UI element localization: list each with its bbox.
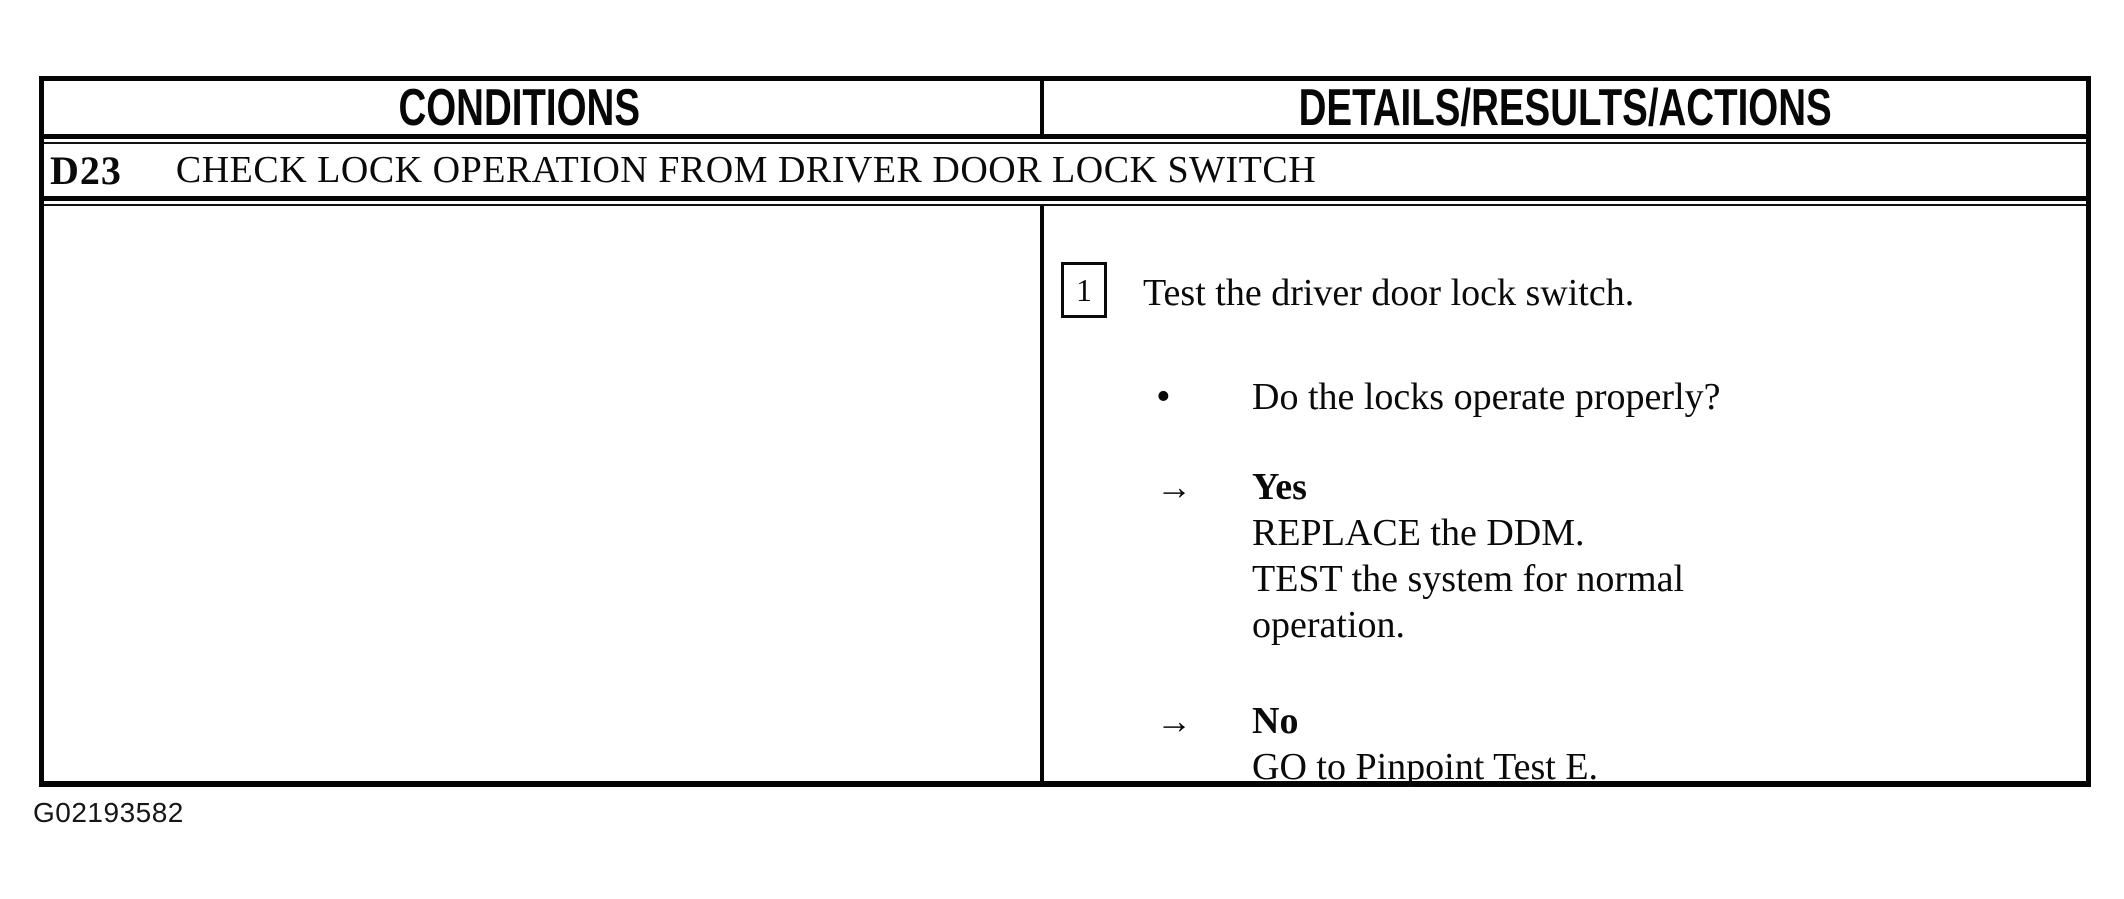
instruction-text: Test the driver door lock switch.: [1143, 272, 1635, 314]
no-branch: → No GO to Pinpoint Test E.: [1156, 698, 1598, 790]
test-step-title: CHECK LOCK OPERATION FROM DRIVER DOOR LO…: [175, 149, 1317, 191]
conditions-header-cell: CONDITIONS: [44, 81, 1040, 134]
step-separator-rule: [44, 196, 2086, 206]
conditions-header: CONDITIONS: [398, 81, 640, 134]
pinpoint-test-table: CONDITIONS DETAILS/RESULTS/ACTIONS D23 C…: [39, 76, 2091, 788]
yes-action-line: operation.: [1252, 604, 1406, 646]
yes-branch-text: Yes REPLACE the DDM. TEST the system for…: [1252, 464, 1684, 648]
yes-action-line: TEST the system for normal: [1252, 558, 1685, 600]
question-text: Do the locks operate properly?: [1252, 376, 1721, 418]
no-branch-text: No GO to Pinpoint Test E.: [1252, 698, 1598, 790]
figure-id: G02193582: [33, 797, 184, 828]
arrow-right-icon: →: [1156, 467, 1192, 507]
test-step-id: D23: [50, 147, 122, 193]
yes-branch: → Yes REPLACE the DDM. TEST the system f…: [1156, 464, 1684, 648]
bullet-icon: •: [1156, 374, 1171, 420]
step-number: 1: [1076, 272, 1092, 308]
table-body-row: 1 Test the driver door lock switch. • Do…: [44, 206, 2086, 788]
yes-action-line: REPLACE the DDM.: [1252, 512, 1585, 554]
table-header-row: CONDITIONS DETAILS/RESULTS/ACTIONS: [44, 81, 2086, 134]
no-action-line: GO to Pinpoint Test E.: [1252, 746, 1599, 788]
arrow-right-icon: →: [1156, 701, 1192, 741]
details-cell: 1 Test the driver door lock switch. • Do…: [1040, 206, 2086, 788]
details-header: DETAILS/RESULTS/ACTIONS: [1298, 81, 1832, 134]
step-number-box: 1: [1061, 262, 1107, 318]
details-header-cell: DETAILS/RESULTS/ACTIONS: [1040, 81, 2086, 134]
header-separator-rule: [44, 134, 2086, 144]
conditions-cell-empty: [44, 206, 1040, 781]
no-label: No: [1252, 700, 1299, 742]
question-row: • Do the locks operate properly?: [1156, 374, 1721, 420]
yes-label: Yes: [1252, 466, 1307, 508]
test-step-row: D23 CHECK LOCK OPERATION FROM DRIVER DOO…: [44, 144, 2086, 196]
